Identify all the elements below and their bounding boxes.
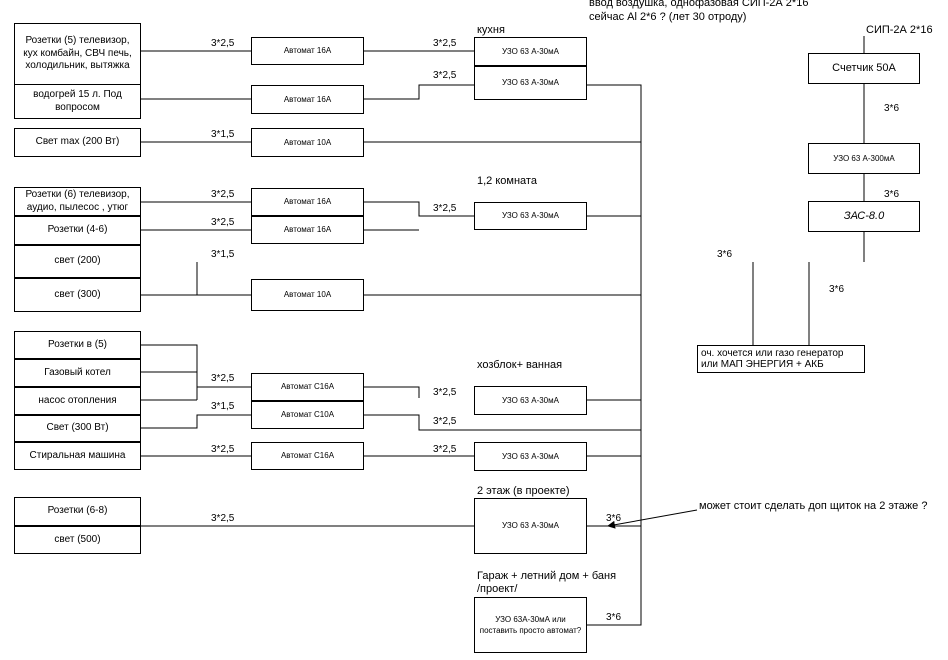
surge-protector: ЗАС-8.0 bbox=[808, 201, 920, 232]
main-cable-label: СИП-2А 2*16 bbox=[866, 24, 933, 36]
breaker-c16a-washer: Автомат С16А bbox=[251, 442, 364, 470]
section-rooms: 1,2 комната bbox=[477, 175, 537, 187]
wire-label: 3*1,5 bbox=[211, 401, 235, 412]
wire-label: 3*1,5 bbox=[211, 129, 235, 140]
question-note: может стоит сделать доп щиток на 2 этаже… bbox=[699, 500, 928, 512]
wire-label: 3*2,5 bbox=[211, 444, 235, 455]
wire-label: 3*6 bbox=[606, 513, 622, 524]
source-kitchen-sockets: Розетки (5) телевизор, кух комбайн, СВЧ … bbox=[14, 23, 141, 85]
breaker-16a-kitchen: Автомат 16А bbox=[251, 37, 364, 65]
wire-label: 3*2,5 bbox=[211, 513, 235, 524]
source-light-200: свет (200) bbox=[14, 245, 141, 278]
rcd-rooms: УЗО 63 А-30мА bbox=[474, 202, 587, 230]
header-line-1: ввод воздушка, однофазовая СИП-2А 2*16 bbox=[589, 0, 809, 9]
source-washing-machine: Стиральная машина bbox=[14, 442, 141, 470]
breaker-16a-room-1: Автомат 16А bbox=[251, 188, 364, 216]
wire-label: 3*2,5 bbox=[433, 70, 457, 81]
source-room-sockets-6: Розетки (6) телевизор, аудио, пылесос , … bbox=[14, 187, 141, 216]
wire-label: 3*6 bbox=[884, 103, 900, 114]
wire-label: 3*2,5 bbox=[211, 217, 235, 228]
rcd-garage: УЗО 63А-30мА или поставить просто автома… bbox=[474, 597, 587, 653]
section-kitchen: кухня bbox=[477, 24, 505, 36]
breaker-c16a-shed: Автомат С16А bbox=[251, 373, 364, 401]
breaker-10a-room-light: Автомат 10А bbox=[251, 279, 364, 311]
wire-label: 3*2,5 bbox=[211, 38, 235, 49]
meter: Счетчик 50А bbox=[808, 53, 920, 84]
source-light-max: Свет max (200 Вт) bbox=[14, 128, 141, 157]
wire-label: 3*6 bbox=[606, 612, 622, 623]
source-heating-pump: насос отопления bbox=[14, 387, 141, 415]
rcd-main: УЗО 63 А-300мА bbox=[808, 143, 920, 174]
wire-label: 3*6 bbox=[717, 249, 733, 260]
breaker-16a-room-2: Автомат 16А bbox=[251, 216, 364, 244]
wire-label: 3*6 bbox=[884, 189, 900, 200]
rcd-washer: УЗО 63 А-30мА bbox=[474, 442, 587, 471]
section-shed: хозблок+ ванная bbox=[477, 359, 563, 371]
breaker-c10a-shed: Автомат С10А bbox=[251, 401, 364, 429]
wire-label: 3*2,5 bbox=[433, 416, 457, 427]
wire-label: 3*2,5 bbox=[433, 387, 457, 398]
source-shed-light: Свет (300 Вт) bbox=[14, 415, 141, 442]
wire-label: 3*2,5 bbox=[211, 373, 235, 384]
rcd-kitchen-2: УЗО 63 А-30мА bbox=[474, 66, 587, 100]
header-line-2: сейчас Al 2*6 ? (лет 30 отроду) bbox=[589, 11, 747, 23]
generator-note: оч. хочется или газо генератор или МАП Э… bbox=[697, 345, 865, 373]
rcd-kitchen-1: УЗО 63 А-30мА bbox=[474, 37, 587, 66]
section-floor2: 2 этаж (в проекте) bbox=[477, 485, 570, 497]
source-shed-sockets: Розетки в (5) bbox=[14, 331, 141, 359]
source-floor2-light: свет (500) bbox=[14, 526, 141, 554]
wire-label: 3*6 bbox=[829, 284, 845, 295]
wire-label: 3*2,5 bbox=[211, 189, 235, 200]
source-boiler: водогрей 15 л. Под вопросом bbox=[14, 84, 141, 119]
source-gas-boiler: Газовый котел bbox=[14, 359, 141, 387]
wire-label: 3*2,5 bbox=[433, 444, 457, 455]
breaker-16a-boiler: Автомат 16А bbox=[251, 85, 364, 114]
source-light-300: свет (300) bbox=[14, 278, 141, 312]
rcd-floor2: УЗО 63 А-30мА bbox=[474, 498, 587, 554]
breaker-10a-light: Автомат 10А bbox=[251, 128, 364, 157]
wire-label: 3*1,5 bbox=[211, 249, 235, 260]
wire-label: 3*2,5 bbox=[433, 38, 457, 49]
section-garage: Гараж + летний дом + баня /проект/ bbox=[477, 570, 617, 596]
rcd-shed: УЗО 63 А-30мА bbox=[474, 386, 587, 415]
source-floor2-sockets: Розетки (6-8) bbox=[14, 497, 141, 526]
source-room-sockets-4-6: Розетки (4-6) bbox=[14, 216, 141, 245]
wire-label: 3*2,5 bbox=[433, 203, 457, 214]
